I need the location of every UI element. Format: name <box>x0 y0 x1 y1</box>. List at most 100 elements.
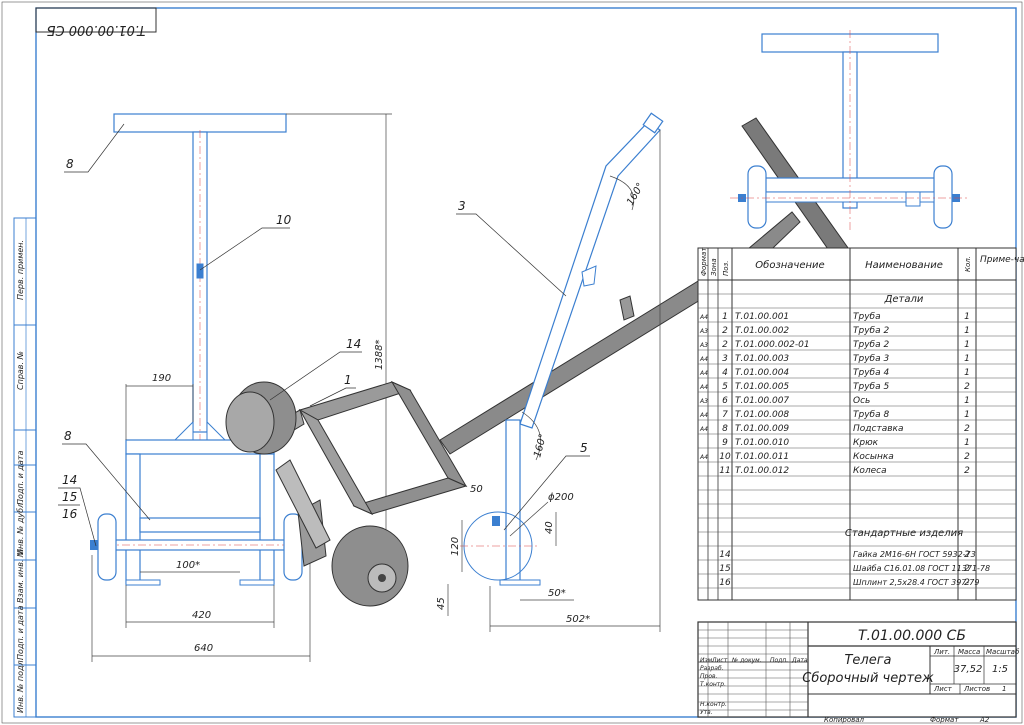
dim-200: ϕ200 <box>548 492 574 503</box>
spec-cell-pos: 3 <box>722 354 728 364</box>
dim-40: 40 <box>544 521 555 534</box>
spec-cell-code: Т.01.00.005 <box>735 382 789 392</box>
title-block: Т.01.00.000 СБ Телега Сборочный чертеж Л… <box>697 621 1020 724</box>
spec-cell-pos: 7 <box>722 410 728 420</box>
spec-std-name: Шплинт 2,5х28.4 ГОСТ 397-79 <box>853 578 979 587</box>
dim-420: 420 <box>192 610 211 621</box>
spec-cell-code: Т.01.00.002 <box>735 326 789 336</box>
callout-15: 15 <box>62 490 77 504</box>
spec-cell-qty: 2 <box>964 424 970 434</box>
spec-header-zone: Зона <box>710 258 718 276</box>
title-format-label: Формат <box>930 716 959 724</box>
spec-cell-qty: 1 <box>964 340 970 350</box>
spec-cell-format: А4 <box>699 384 708 391</box>
dim-190: 190 <box>152 373 171 384</box>
spec-header-format: Формат <box>700 247 708 276</box>
spec-cell-name: Труба 8 <box>853 410 889 420</box>
mirrored-code: T.01.00.000 СБ <box>47 22 146 37</box>
spec-cell-format: А3 <box>699 398 708 405</box>
callout-16: 16 <box>62 507 78 521</box>
spec-cell-name: Труба 3 <box>853 354 889 364</box>
side-strip: Перв. примен. Справ. № Подп. и дата Инв.… <box>13 217 37 718</box>
spec-cell-name: Крюк <box>853 438 879 448</box>
spec-cell-format: А4 <box>699 370 708 377</box>
spec-cell-code: Т.01.00.009 <box>735 424 789 434</box>
spec-cell-qty: 2 <box>964 452 970 462</box>
spec-header-note: Приме-чание <box>980 255 1024 265</box>
spec-std-qty: 2 <box>964 550 970 560</box>
spec-cell-format: А3 <box>699 342 708 349</box>
side-view <box>460 112 664 586</box>
spec-cell-code: Т.01.00.003 <box>735 354 789 364</box>
spec-cell-name: Подставка <box>853 424 903 434</box>
spec-cell-format: А4 <box>699 454 708 461</box>
spec-cell-pos: 10 <box>719 452 731 462</box>
callout-8: 8 <box>64 429 72 443</box>
spec-cell-name: Труба 5 <box>853 382 889 392</box>
spec-std-qty: 2 <box>964 578 970 588</box>
spec-cell-format: А3 <box>699 328 708 335</box>
dim-50a: 50 <box>470 484 483 495</box>
spec-cell-name: Труба 4 <box>853 368 889 378</box>
title-mass-label: Масса <box>958 648 980 656</box>
spec-header-designation: Обозначение <box>755 259 824 271</box>
side-label-4: Взам. инв. № <box>16 549 25 603</box>
title-name-line2: Сборочный чертеж <box>802 671 934 686</box>
title-mass: 37,52 <box>954 664 983 675</box>
spec-cell-qty: 1 <box>964 312 970 322</box>
dim-1388: 1388* <box>374 340 385 370</box>
spec-cell-qty: 1 <box>964 438 970 448</box>
specification-table: Обозначение Наименование Кол. Формат Зон… <box>697 247 1024 601</box>
spec-cell-name: Труба 2 <box>853 340 889 350</box>
callout-10: 14 <box>346 337 361 351</box>
spec-cell-qty: 1 <box>964 326 970 336</box>
spec-cell-format: А4 <box>699 426 708 433</box>
top-view <box>730 30 968 230</box>
title-sheets-count: 1 <box>1002 685 1006 693</box>
dim-100: 100* <box>176 560 200 571</box>
spec-std-name: Шайба С16.01.08 ГОСТ 11371-78 <box>853 564 990 573</box>
spec-cell-qty: 2 <box>964 382 970 392</box>
spec-std-pos: 16 <box>719 578 731 588</box>
spec-cell-format: А4 <box>699 412 708 419</box>
spec-cell-format: А4 <box>699 356 708 363</box>
spec-std-pos: 15 <box>719 564 731 574</box>
title-copied: Копировал <box>824 716 865 724</box>
callout-9: 10 <box>276 213 292 227</box>
spec-cell-name: Труба <box>853 312 881 322</box>
title-data: Дата <box>791 657 808 664</box>
dim-120: 120 <box>450 537 461 556</box>
title-format: А2 <box>979 716 990 724</box>
spec-cell-name: Косынка <box>853 452 894 462</box>
title-list: Лист <box>711 657 728 664</box>
callout-5: 5 <box>580 441 588 455</box>
title-utv: Утв. <box>700 709 713 716</box>
spec-cell-name: Труба 2 <box>853 326 889 336</box>
side-label-1: Справ. № <box>16 351 25 390</box>
spec-cell-pos: 8 <box>722 424 728 434</box>
title-sheets-label: Листов <box>963 685 990 693</box>
spec-cell-code: Т.01.00.010 <box>735 438 789 448</box>
spec-cell-pos: 2 <box>722 340 728 350</box>
angle-160b: 160° <box>532 433 549 459</box>
spec-cell-name: Колеса <box>853 466 887 476</box>
spec-header-pos: Поз. <box>722 261 730 277</box>
spec-cell-qty: 1 <box>964 354 970 364</box>
spec-cell-code: Т.01.00.004 <box>735 368 789 378</box>
side-label-3: Инв. № дубл. <box>16 500 25 555</box>
spec-header-qty: Кол. <box>964 256 972 272</box>
title-scale: 1:5 <box>992 664 1008 675</box>
side-label-5: Подп. и дата <box>16 605 25 660</box>
title-name-line1: Телега <box>844 653 891 668</box>
title-lit: Лит. <box>933 648 950 656</box>
title-nkontr: Н.контр. <box>700 701 727 708</box>
spec-std-name: Гайка 2М16-6Н ГОСТ 5932-73 <box>853 550 976 559</box>
title-prov: Пров. <box>700 673 718 680</box>
dim-45: 45 <box>436 597 447 610</box>
spec-cell-pos: 2 <box>722 326 728 336</box>
spec-cell-format: А4 <box>699 314 708 321</box>
spec-cell-pos: 1 <box>722 312 728 322</box>
title-tkontr: Т.контр. <box>700 681 726 688</box>
